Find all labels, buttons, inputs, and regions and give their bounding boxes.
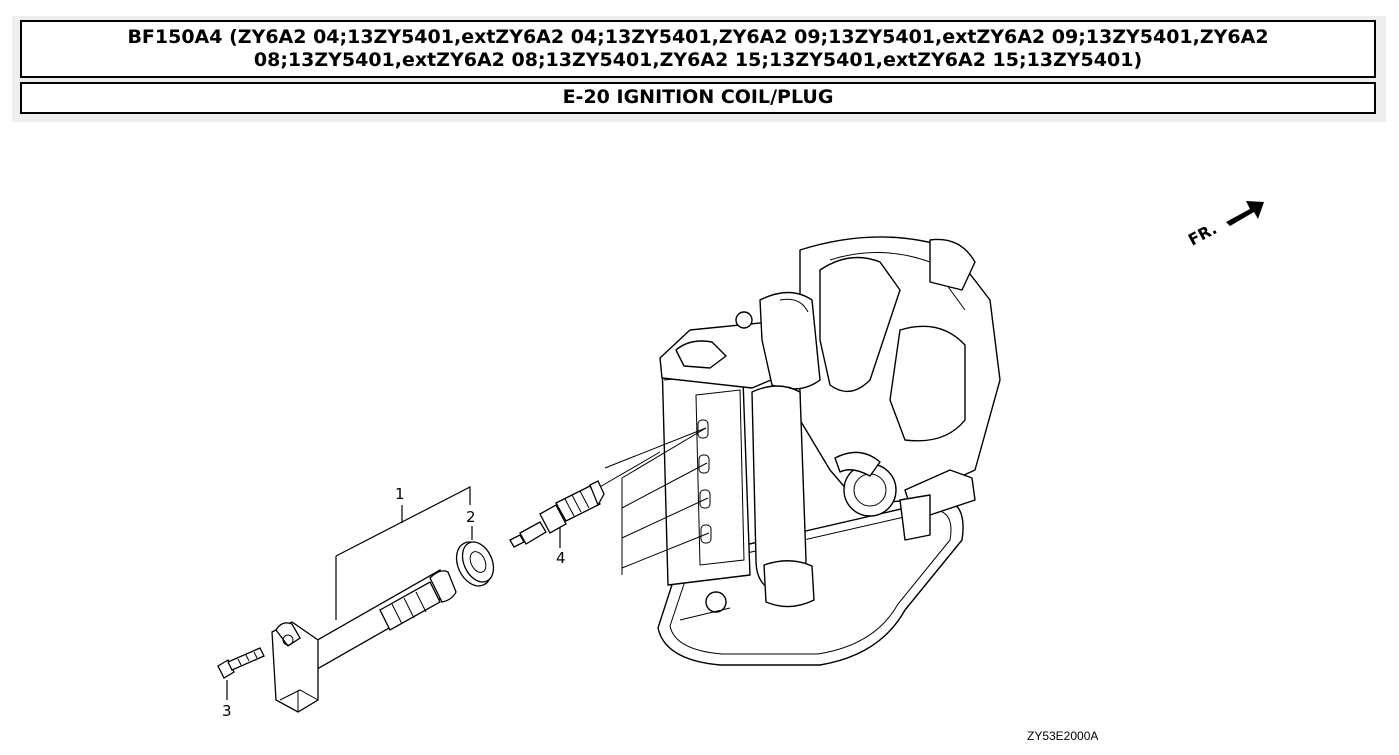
drawing-code: ZY53E2000A xyxy=(1027,729,1098,743)
callout-2: 2 xyxy=(466,508,476,526)
callout-4: 4 xyxy=(556,549,566,567)
header-panel: BF150A4 (ZY6A2 04;13ZY5401,extZY6A2 04;1… xyxy=(12,16,1386,122)
model-title-box: BF150A4 (ZY6A2 04;13ZY5401,extZY6A2 04;1… xyxy=(20,20,1376,78)
front-marker-label: FR. xyxy=(1185,219,1220,250)
bolt-part xyxy=(217,647,265,700)
front-direction-marker: FR. xyxy=(1185,201,1264,250)
spark-plug-part xyxy=(509,480,605,548)
section-title: E-20 IGNITION COIL/PLUG xyxy=(20,82,1376,114)
callout-3: 3 xyxy=(222,702,232,720)
model-title-line-1: BF150A4 (ZY6A2 04;13ZY5401,extZY6A2 04;1… xyxy=(127,26,1269,48)
coil-bracket-leader xyxy=(335,486,471,620)
engine-block-drawing xyxy=(604,236,1001,666)
callout-1: 1 xyxy=(395,485,405,503)
ignition-coil-part xyxy=(271,569,457,713)
model-title-line-2: 08;13ZY5401,extZY6A2 08;13ZY5401,ZY6A2 1… xyxy=(253,49,1143,71)
seal-ring-part xyxy=(455,526,495,587)
plug-leader-line xyxy=(597,451,661,489)
front-direction-arrow-icon xyxy=(1226,201,1264,226)
